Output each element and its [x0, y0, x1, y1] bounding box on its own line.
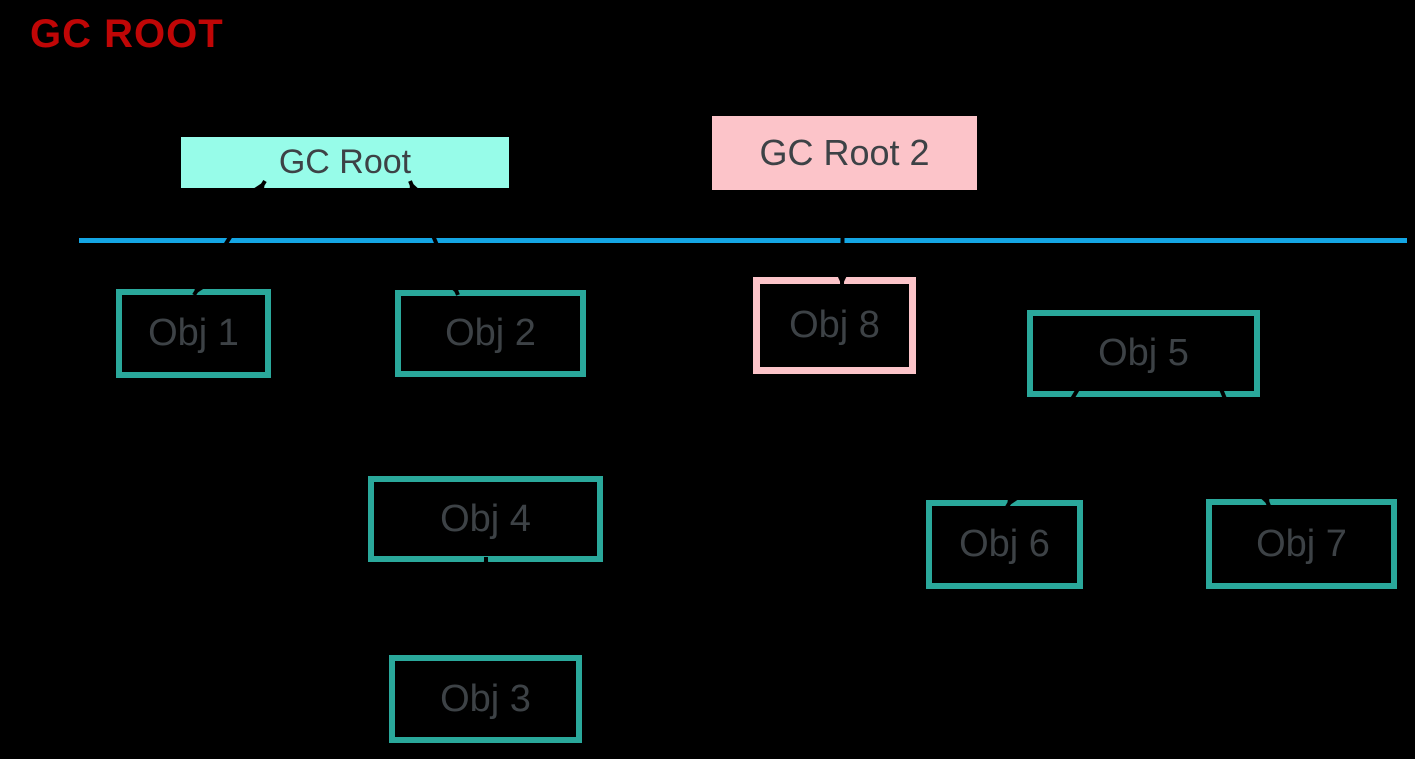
node-obj-4: Obj 4	[368, 476, 603, 562]
node-obj-7: Obj 7	[1206, 499, 1397, 589]
node-obj-2: Obj 2	[395, 290, 586, 377]
edge-obj-5-obj-7	[1219, 388, 1271, 507]
edge-gc-root-2-obj-8	[836, 193, 849, 287]
node-obj-6-label: Obj 6	[959, 523, 1050, 565]
node-gc-root-2-label: GC Root 2	[759, 132, 930, 173]
node-obj-3: Obj 3	[389, 655, 582, 743]
node-obj-1: Obj 1	[116, 289, 271, 378]
node-gc-root-2: GC Root 2	[712, 116, 977, 190]
node-obj-8: Obj 8	[753, 277, 916, 374]
node-gc-root-label: GC Root	[278, 143, 412, 181]
diagram-title: GC ROOT	[30, 12, 224, 56]
node-obj-5-label: Obj 5	[1098, 332, 1189, 374]
node-obj-4-label: Obj 4	[440, 497, 531, 540]
node-obj-8-label: Obj 8	[789, 304, 880, 346]
node-gc-root: GC Root	[181, 137, 509, 188]
node-obj-3-label: Obj 3	[440, 677, 531, 720]
node-obj-5: Obj 5	[1027, 310, 1260, 397]
edge-gc-root-obj-2	[408, 180, 460, 296]
node-obj-7-label: Obj 7	[1256, 522, 1347, 565]
edge-obj-5-obj-6	[1005, 387, 1080, 509]
node-obj-1-label: Obj 1	[148, 312, 239, 354]
node-obj-6: Obj 6	[926, 500, 1083, 589]
edge-gc-root-obj-1	[192, 179, 267, 297]
node-obj-2-label: Obj 2	[445, 312, 536, 354]
